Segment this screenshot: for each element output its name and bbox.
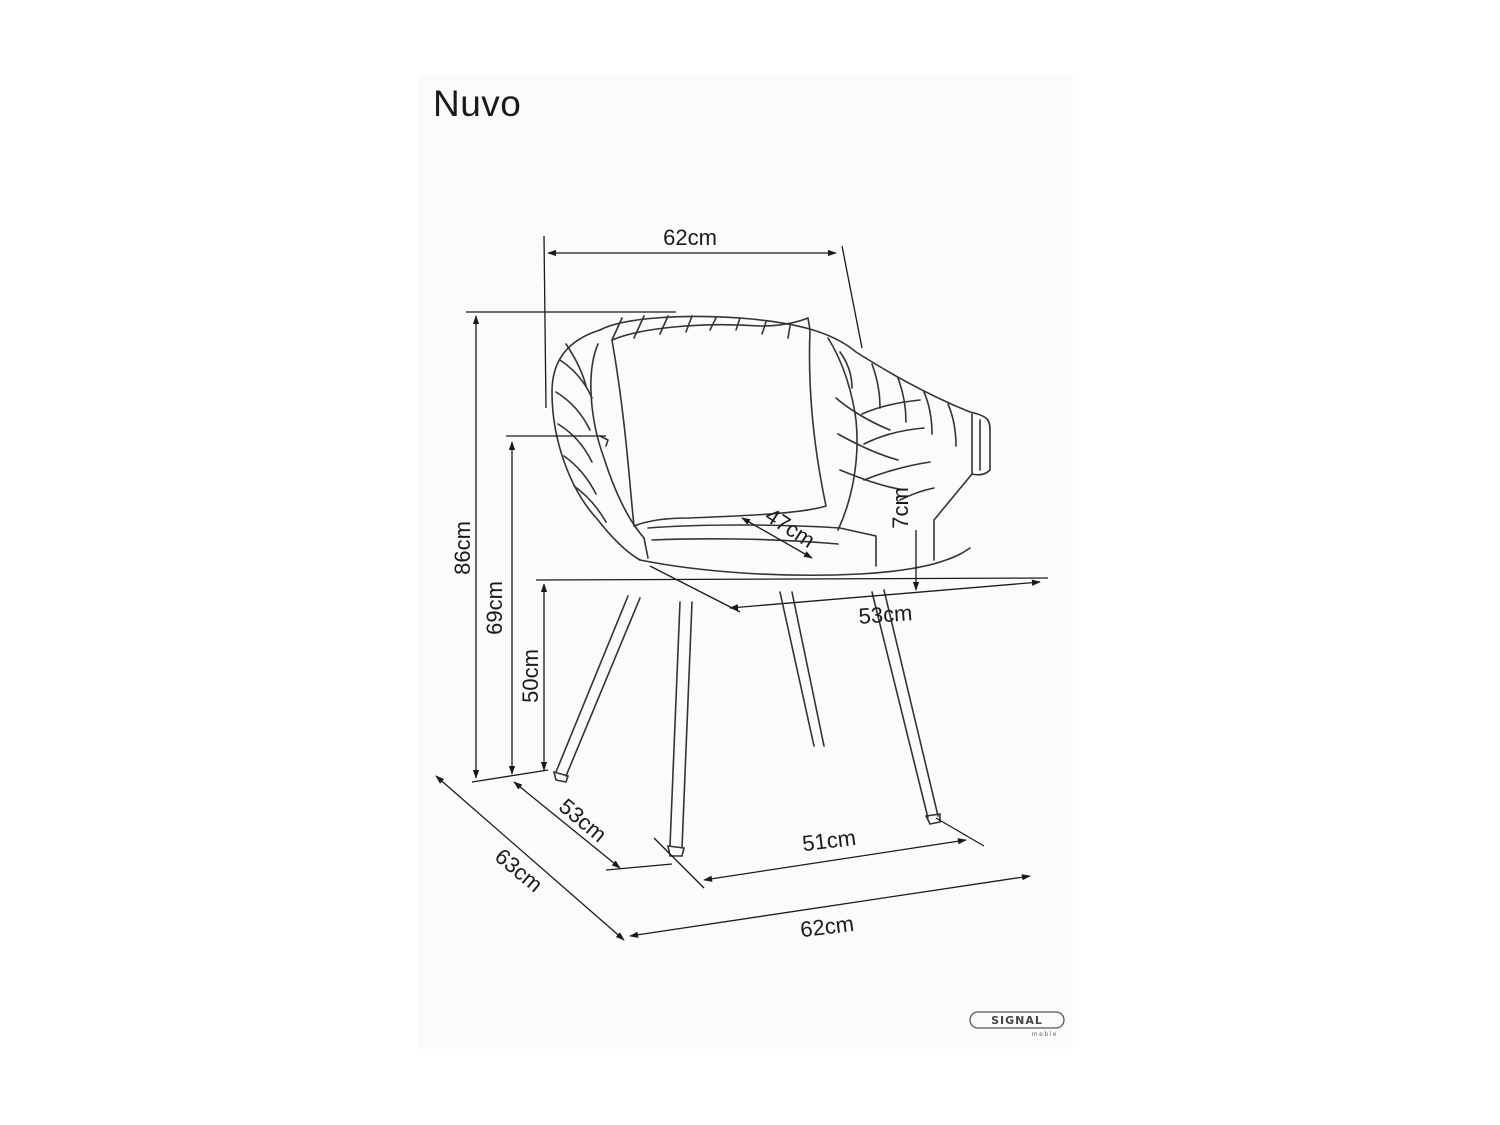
label-cushion: 7cm	[888, 487, 913, 529]
ext-line	[543, 235, 547, 409]
dimension-labels: 62cm 86cm 69cm 50cm 47cm 7cm 53cm 53cm 5…	[450, 225, 913, 942]
ext-line	[841, 245, 863, 349]
dimension-lines	[435, 235, 1049, 941]
dim-seat-width	[729, 579, 1041, 611]
dim-leg-width	[703, 838, 967, 882]
dim-total-depth	[435, 775, 625, 941]
label-leg-depth: 53cm	[554, 793, 611, 847]
label-top-width: 62cm	[663, 225, 717, 250]
ext-line	[649, 565, 741, 613]
ext-line	[535, 577, 1049, 581]
label-height-seat: 50cm	[518, 649, 543, 703]
product-title: Nuvo	[433, 83, 522, 124]
ext-line	[935, 817, 985, 847]
label-height-armrest: 69cm	[482, 581, 507, 635]
label-base-width: 62cm	[799, 911, 855, 942]
dim-base-width	[629, 874, 1031, 938]
ext-line	[653, 837, 705, 889]
label-leg-width: 51cm	[801, 825, 857, 856]
dim-seat-depth	[741, 517, 813, 559]
logo-brand-name: SIGNAL	[991, 1014, 1043, 1027]
label-seat-width: 53cm	[858, 600, 913, 629]
label-height-total: 86cm	[450, 521, 475, 575]
chair-legs	[552, 589, 941, 857]
signal-logo: SIGNAL meble	[969, 1011, 1065, 1038]
logo-brand-sub: meble	[1032, 1031, 1058, 1038]
chair-outline	[551, 315, 991, 577]
label-total-depth: 63cm	[490, 843, 547, 897]
floor-line	[471, 769, 549, 783]
